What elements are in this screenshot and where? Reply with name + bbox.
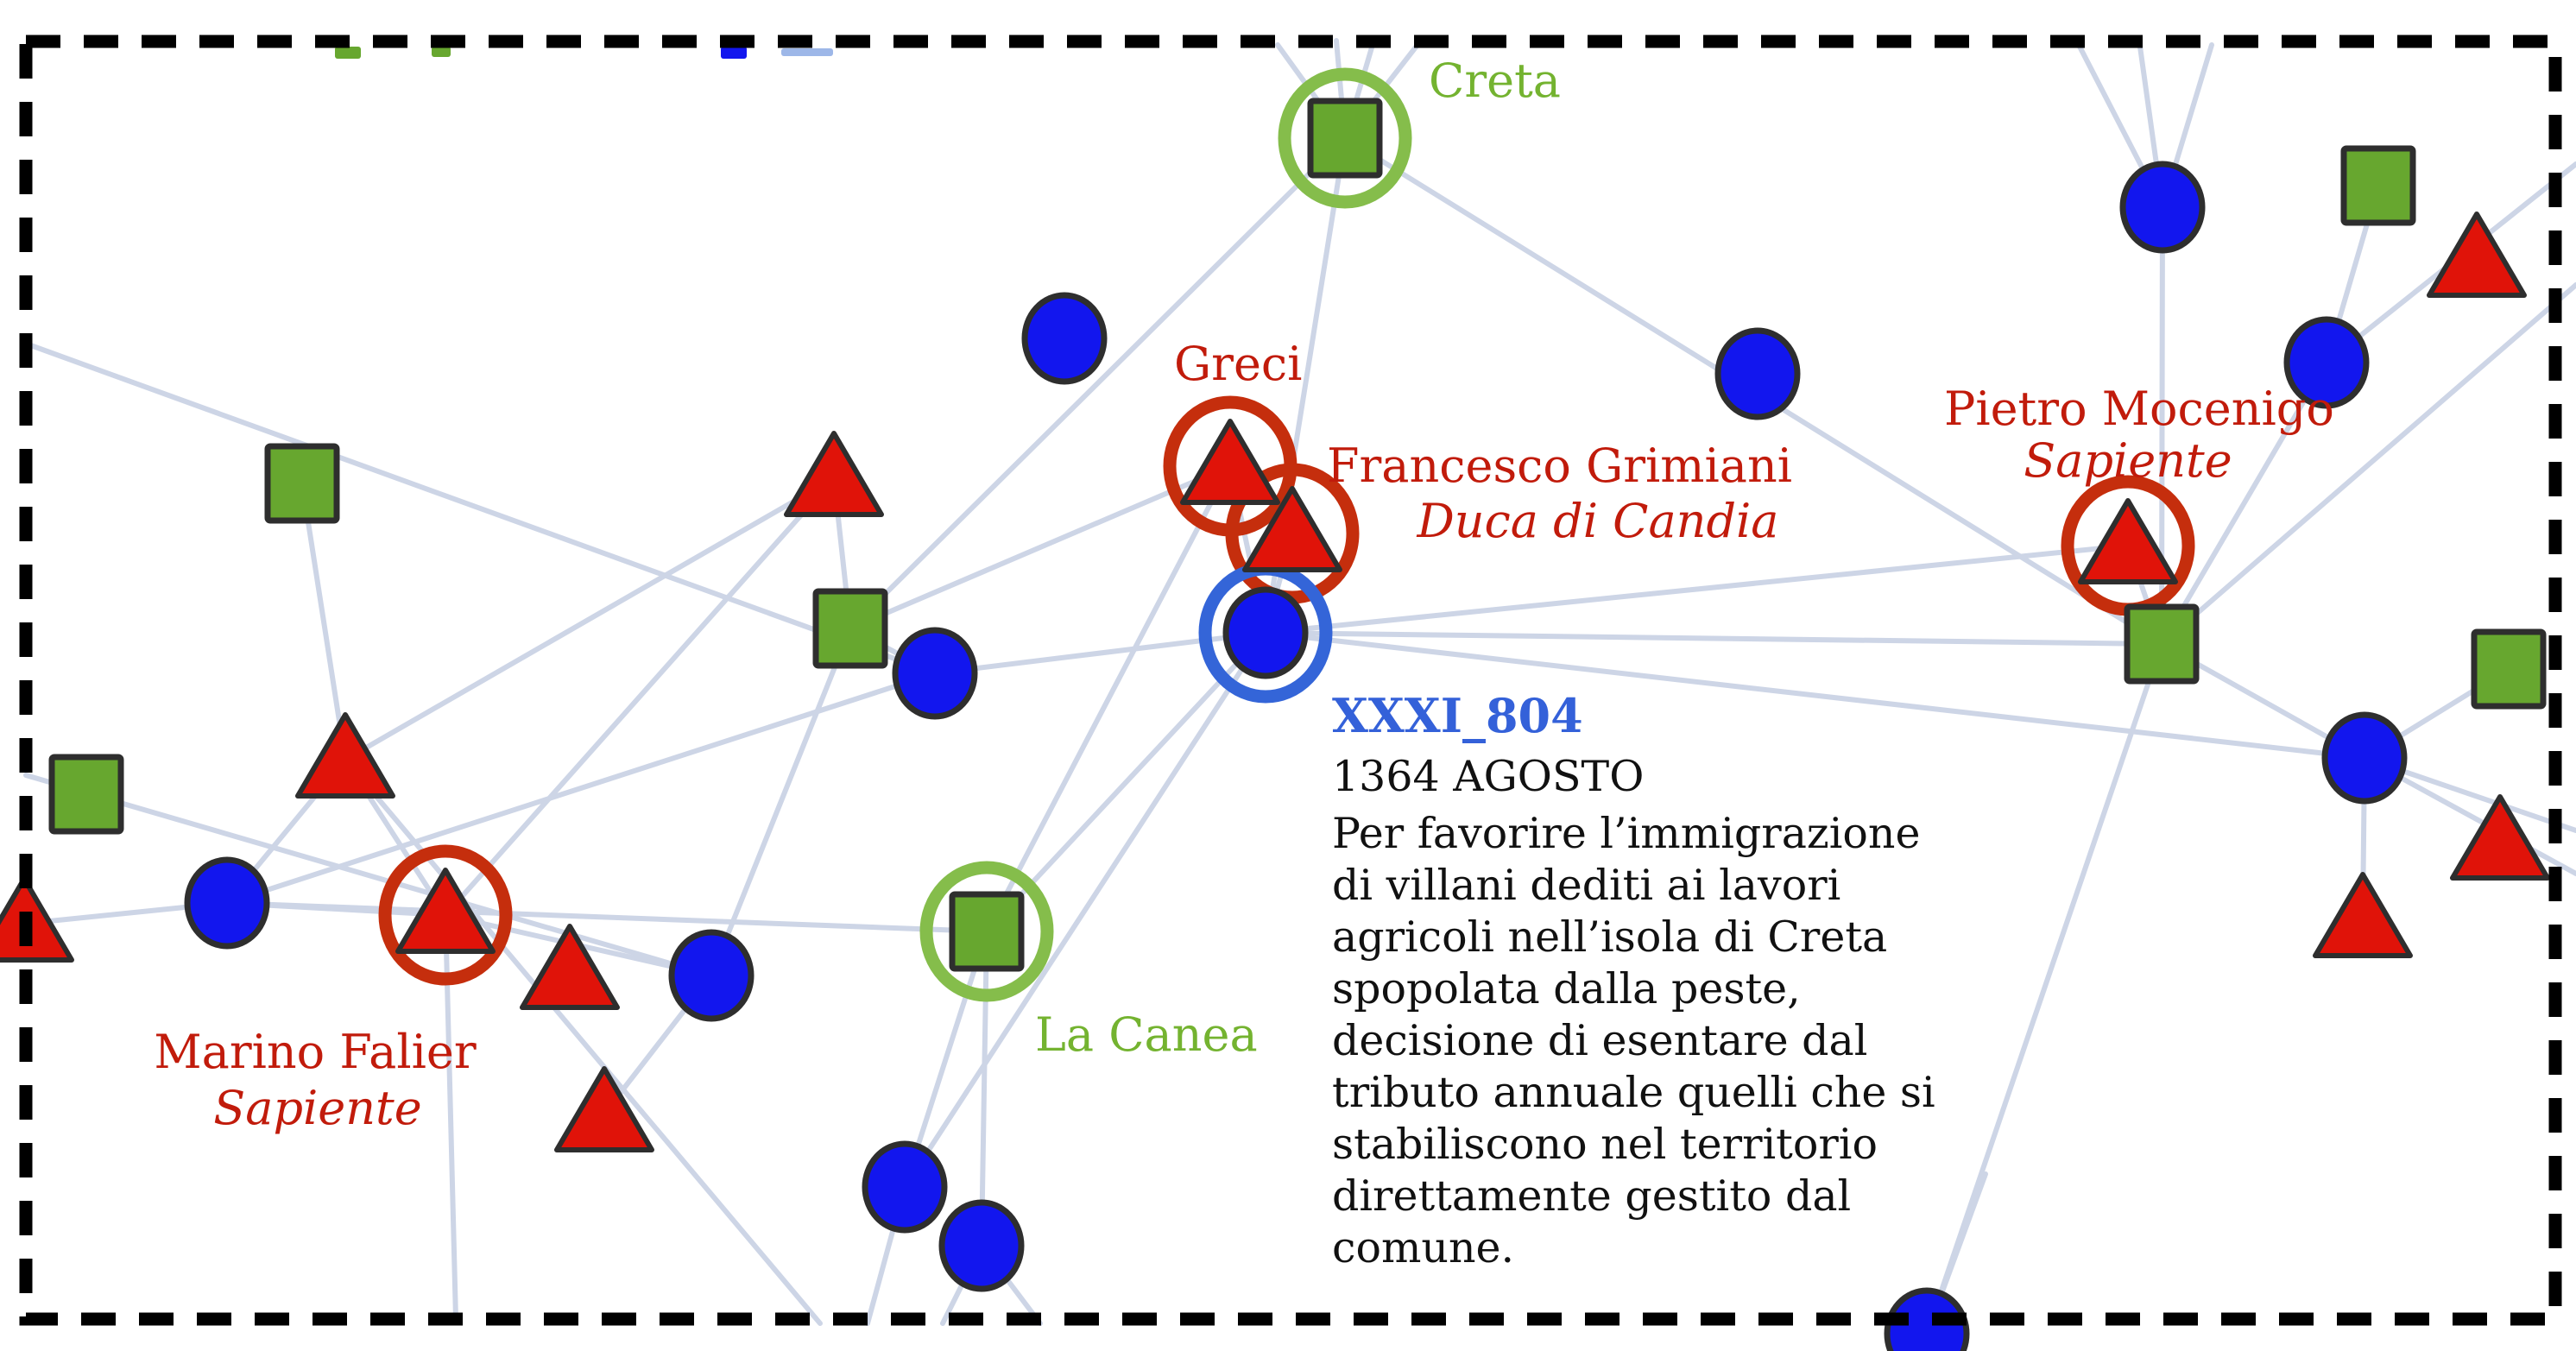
node-circle-doc[interactable]: [1222, 586, 1309, 679]
clipped-node-fragment: [721, 47, 747, 59]
node-triangle-tr1[interactable]: [295, 712, 395, 799]
document-text-line: spopolata dalla peste,: [1332, 964, 1801, 1013]
document-date: 1364 AGOSTO: [1332, 752, 1644, 801]
node-triangle-greci[interactable]: [1180, 419, 1280, 505]
edge: [709, 626, 853, 978]
edge: [443, 476, 837, 918]
edge: [902, 630, 1268, 1190]
document-text-line: tributo annuale quelli che si: [1332, 1068, 1935, 1117]
edge: [2159, 360, 2329, 647]
dashed-border: [19, 35, 2562, 1326]
clipped-node-fragment: [335, 47, 361, 59]
node-square-creta[interactable]: [1307, 98, 1383, 179]
node-label-greci: Greci: [1174, 337, 1302, 391]
edge: [848, 136, 1348, 631]
node-circle-bl4[interactable]: [2119, 161, 2206, 254]
node-circle-bl3[interactable]: [1714, 327, 1801, 420]
highlight-ring-falier: [378, 844, 513, 986]
node-square-lacanea[interactable]: [949, 891, 1025, 972]
node-square-sq3[interactable]: [48, 754, 124, 835]
node-circle-bl6[interactable]: [184, 856, 270, 950]
node-triangle-falier[interactable]: [395, 868, 496, 954]
document-text-line: direttamente gestito dal: [1332, 1171, 1851, 1221]
edge: [979, 929, 989, 1248]
node-label-creta: Creta: [1429, 54, 1561, 108]
node-triangle-tr8[interactable]: [0, 876, 74, 963]
highlight-ring-creta: [1278, 67, 1412, 209]
clipped-node-fragment: [781, 48, 833, 56]
node-circle-bl5[interactable]: [2283, 316, 2370, 409]
node-circle-bl2[interactable]: [892, 627, 978, 720]
edge: [1924, 641, 2164, 1336]
edge: [1263, 630, 2164, 647]
node-triangle-grimiani[interactable]: [1242, 486, 1342, 572]
node-triangle-tr3[interactable]: [520, 924, 620, 1010]
node-triangle-tr7[interactable]: [2313, 872, 2413, 958]
node-circle-bl11[interactable]: [1884, 1287, 1970, 1351]
document-id-label: XXXI_804: [1332, 688, 1583, 743]
clipped-node-fragment: [432, 47, 451, 57]
edge: [300, 481, 348, 762]
edge: [23, 341, 938, 676]
node-triangle-mocenigo[interactable]: [2078, 498, 2178, 584]
node-triangle-tr4[interactable]: [554, 1066, 654, 1152]
node-label-falier-name: Marino Falier: [154, 1025, 477, 1079]
node-square-hub[interactable]: [2124, 603, 2200, 685]
node-square-sq5[interactable]: [2471, 628, 2547, 710]
node-circle-bl1[interactable]: [1021, 292, 1108, 385]
node-label-mocenigo-title: Sapiente: [2024, 433, 2232, 488]
edge: [848, 464, 1233, 631]
edge: [1263, 630, 2367, 761]
document-text-line: di villani dediti ai lavori: [1332, 861, 1840, 910]
node-triangle-tr2[interactable]: [784, 431, 884, 517]
node-triangle-tr5[interactable]: [2427, 211, 2527, 298]
edge: [23, 773, 714, 978]
document-text-line: agricoli nell’isola di Creta: [1332, 912, 1887, 962]
document-text-line: comune.: [1332, 1223, 1514, 1272]
edge: [1263, 543, 2131, 635]
document-text-line: decisione di esentare dal: [1332, 1016, 1867, 1065]
node-label-falier-title: Sapiente: [213, 1081, 421, 1135]
document-text-line: Per favorire l’immigrazione: [1332, 809, 1920, 858]
node-square-sq2[interactable]: [812, 588, 888, 669]
node-label-lacanea: La Canea: [1035, 1007, 1258, 1062]
node-circle-bl8[interactable]: [862, 1140, 948, 1234]
edge: [984, 464, 1233, 934]
node-square-sq4[interactable]: [2340, 145, 2416, 226]
edge: [343, 476, 837, 762]
node-label-mocenigo-name: Pietro Mocenigo: [1944, 382, 2334, 436]
node-circle-bl9[interactable]: [938, 1199, 1025, 1292]
node-circle-bl10[interactable]: [2321, 711, 2408, 805]
document-text-line: stabiliscono nel territorio: [1332, 1120, 1878, 1169]
node-label-grimiani-title: Duca di Candia: [1416, 494, 1778, 548]
highlight-ring-lacanea: [919, 861, 1054, 1002]
node-circle-bl7[interactable]: [668, 929, 754, 1022]
node-triangle-tr6[interactable]: [2450, 794, 2550, 881]
edge: [2159, 282, 2576, 647]
node-square-sq1[interactable]: [264, 443, 340, 524]
node-label-grimiani-name: Francesco Grimiani: [1327, 439, 1792, 493]
